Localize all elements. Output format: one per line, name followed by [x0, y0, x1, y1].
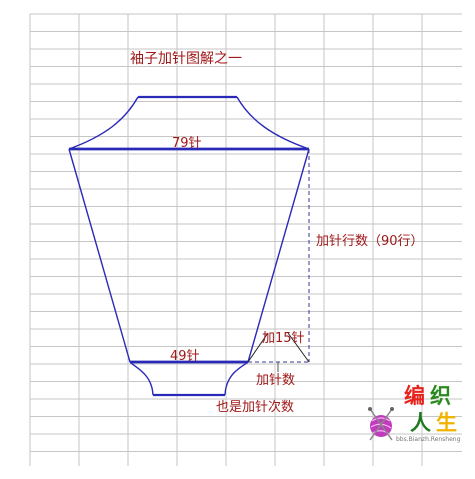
sleeve-cap-right-curve — [236, 96, 310, 150]
side-rows-label: 加针行数（90行） — [316, 234, 424, 249]
cuff-left-curve — [129, 361, 154, 396]
sleeve-left-side — [68, 148, 131, 363]
logo-url: bbs.Bianzh.Rensheng — [396, 436, 461, 443]
increase-triangle — [247, 332, 310, 372]
diagram-title: 袖子加针图解之一 — [130, 51, 242, 67]
bottom-width-label: 49针 — [170, 349, 200, 364]
grid — [29, 13, 462, 466]
yarn-ball-icon — [368, 407, 394, 441]
top-width-label: 79针 — [172, 136, 202, 151]
increase-note-line1: 加针数 — [256, 373, 295, 388]
cuff-right-curve — [224, 361, 249, 396]
increase-count-label: 加15针 — [262, 331, 305, 346]
logo-char-top-right: 织 — [430, 384, 451, 408]
logo-char-top-left: 编 — [404, 384, 425, 408]
sleeve-right-side — [247, 148, 310, 363]
triangle-right-edge — [287, 332, 310, 363]
logo-char-bottom-right: 生 — [436, 411, 457, 435]
triangle-left-edge — [247, 332, 269, 363]
sleeve-outline — [68, 95, 310, 397]
logo-char-bottom-left: 人 — [410, 411, 431, 435]
sleeve-cap-left-curve — [68, 96, 139, 150]
increase-note-line2: 也是加针次数 — [216, 399, 294, 415]
knitting-logo: 编 织 人 生 bbs.Bianzh.Rensheng — [368, 384, 461, 443]
